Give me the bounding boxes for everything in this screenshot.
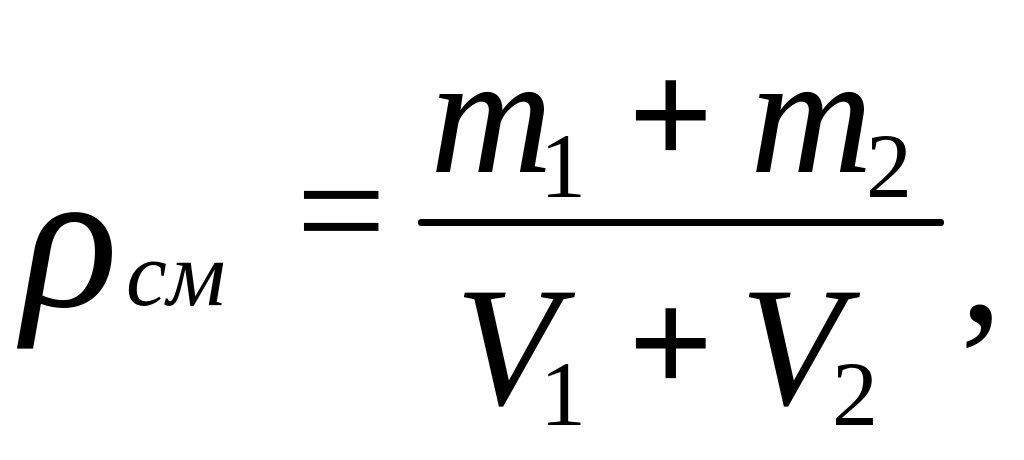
denominator-term2-subscript: 2: [832, 343, 878, 445]
denominator-term2-symbol: V: [740, 253, 844, 441]
numerator-term1-symbol: m: [430, 21, 553, 209]
numerator-term2-symbol: m: [750, 21, 873, 209]
denominator-term1-symbol: V: [455, 253, 559, 441]
trailing-comma: ,: [960, 171, 1003, 359]
numerator-term1-subscript: 1: [540, 115, 586, 217]
equals-sign: =: [296, 121, 387, 299]
numerator-term2-subscript: 2: [866, 115, 912, 217]
numerator-plus-sign: +: [628, 32, 714, 198]
rho-subscript: см: [126, 223, 226, 325]
denominator-plus-sign: +: [628, 260, 714, 426]
fraction-bar: [418, 219, 944, 226]
rho-symbol: ρ: [22, 129, 118, 350]
denominator-term1-subscript: 1: [540, 343, 586, 445]
